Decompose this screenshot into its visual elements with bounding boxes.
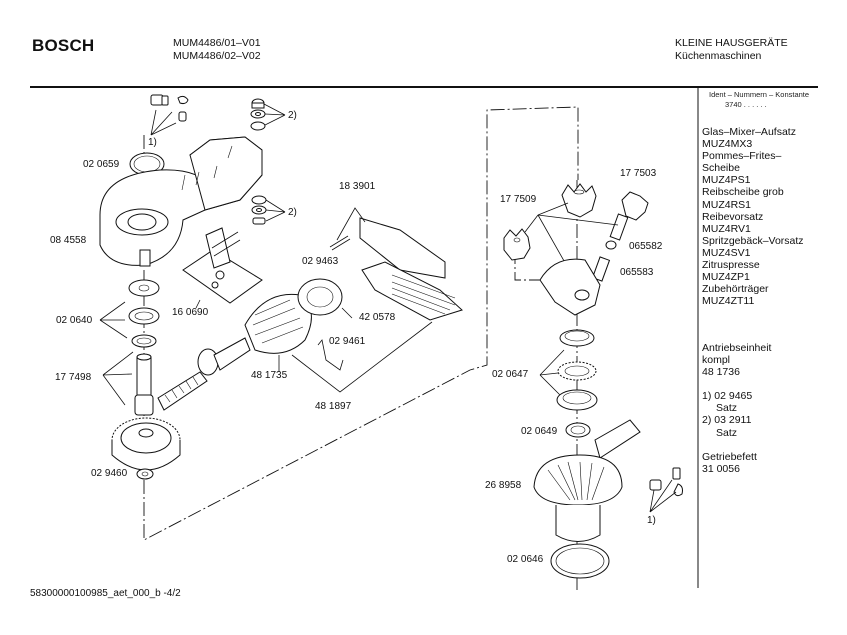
sidebar-divider bbox=[697, 88, 699, 588]
armature bbox=[157, 293, 312, 411]
ident-heading: Ident – Nummern – Konstante bbox=[709, 90, 810, 99]
part-label: 08 4558 bbox=[50, 235, 87, 246]
part-label: 48 1735 bbox=[251, 370, 288, 381]
accessory-item: MUZ4ZT11 bbox=[702, 295, 755, 308]
accessory-item: Glas–Mixer–Aufsatz bbox=[702, 126, 796, 138]
lock-washer bbox=[136, 468, 154, 480]
accessory-item: MUZ4PS1 bbox=[702, 174, 751, 187]
set-note: 2) 03 2911 bbox=[702, 414, 771, 426]
model-number: MUM4486/02–V02 bbox=[173, 50, 261, 62]
drive-unit-label: kompl bbox=[702, 354, 731, 367]
mounting-bracket bbox=[594, 419, 641, 459]
pinion-shaft bbox=[102, 351, 154, 416]
set-note: 1) 02 9465 bbox=[702, 390, 771, 402]
part-label: 48 1897 bbox=[315, 401, 352, 412]
part-label: 02 0640 bbox=[56, 315, 93, 326]
brand-logo: BOSCH bbox=[32, 36, 95, 55]
part-label: 02 9460 bbox=[91, 468, 128, 479]
document-id: 58300000100985_aet_000_b -4/2 bbox=[30, 588, 181, 599]
brush-set-top bbox=[150, 94, 189, 136]
set-number: 03 2911 bbox=[714, 414, 752, 427]
accessory-item: Pommes–Frites– bbox=[702, 150, 782, 163]
leader-line bbox=[291, 321, 433, 393]
accessory-item: Scheibe bbox=[702, 162, 740, 175]
part-label: 17 7498 bbox=[55, 372, 92, 383]
part-label: 02 0646 bbox=[507, 554, 544, 565]
part-label: 17 7503 bbox=[620, 168, 657, 179]
part-label: 02 0647 bbox=[492, 369, 529, 380]
accessory-list: Glas–Mixer–Aufsatz MUZ4MX3 Pommes–Frites… bbox=[702, 126, 804, 307]
set-marker: 2) bbox=[702, 414, 712, 427]
washer-set-upper bbox=[250, 98, 286, 131]
drive-unit-number: 48 1736 bbox=[702, 366, 740, 379]
washer bbox=[605, 240, 617, 250]
accessory-item: MUZ4MX3 bbox=[702, 138, 753, 151]
accessory-item: Zubehörträger bbox=[702, 283, 769, 296]
accessory-item: MUZ4RS1 bbox=[702, 198, 752, 211]
grease-label: Getriebefett bbox=[702, 450, 757, 463]
gear-housing bbox=[99, 136, 263, 267]
bearing-stack bbox=[99, 279, 160, 348]
grease-number: 31 0056 bbox=[702, 462, 740, 475]
leader-line bbox=[524, 202, 619, 276]
accessory-item: Spritzgebäck–Vorsatz bbox=[702, 234, 804, 247]
ident-block: Ident – Nummern – Konstante 3740 . . . .… bbox=[709, 90, 809, 110]
set-marker-label: 2) bbox=[288, 207, 297, 218]
parts-notes: Antriebseinheit kompl 48 1736 1) 02 9465… bbox=[702, 342, 771, 475]
funnel-housing bbox=[533, 454, 623, 542]
part-label: 42 0578 bbox=[359, 312, 396, 323]
category-subtitle: Küchenmaschinen bbox=[675, 50, 762, 62]
part-label: 02 9463 bbox=[302, 256, 339, 267]
drive-unit-label: Antriebseinheit bbox=[702, 342, 772, 354]
drive-pinion-left bbox=[503, 228, 531, 261]
ident-value: 3740 . . . . . . bbox=[725, 100, 767, 109]
part-label: 02 9461 bbox=[329, 336, 366, 347]
bracket-clip bbox=[317, 339, 344, 371]
accessory-item: Reibscheibe grob bbox=[702, 186, 784, 199]
part-label: 16 0690 bbox=[172, 307, 209, 318]
part-label: 18 3901 bbox=[339, 181, 376, 192]
gearbox-plate bbox=[539, 258, 601, 316]
part-label: 065582 bbox=[629, 241, 663, 252]
accessory-item: MUZ4ZP1 bbox=[702, 271, 750, 284]
brush-set-bottom bbox=[649, 467, 683, 513]
product-category: KLEINE HAUSGERÄTE Küchenmaschinen bbox=[675, 37, 788, 63]
model-number: MUM4486/01–V01 bbox=[173, 37, 261, 49]
accessory-item: MUZ4SV1 bbox=[702, 246, 751, 259]
part-label: 065583 bbox=[620, 267, 654, 278]
set-note-type: Satz bbox=[716, 402, 738, 415]
category-title: KLEINE HAUSGERÄTE bbox=[675, 37, 788, 49]
set-marker-label: 1) bbox=[148, 137, 157, 148]
accessory-item: Reibevorsatz bbox=[702, 210, 764, 223]
washer-set-lower bbox=[251, 195, 286, 225]
part-label: 26 8958 bbox=[485, 480, 522, 491]
commutator bbox=[297, 278, 353, 319]
bearing-stack-right bbox=[539, 329, 598, 438]
set-note-type: Satz bbox=[716, 426, 738, 439]
drive-pinion-top bbox=[561, 183, 597, 218]
model-numbers: MUM4486/01–V01 MUM4486/02–V02 bbox=[173, 37, 261, 63]
accessory-item: MUZ4RV1 bbox=[702, 222, 751, 235]
header-rule bbox=[30, 86, 818, 88]
drive-gear bbox=[111, 417, 181, 471]
set-marker-label: 2) bbox=[288, 110, 297, 121]
circuit-board bbox=[182, 227, 263, 309]
part-label: 02 0649 bbox=[521, 426, 558, 437]
set-marker: 1) bbox=[702, 390, 712, 403]
screw bbox=[329, 235, 351, 251]
sleeve bbox=[591, 256, 611, 282]
part-label: 02 0659 bbox=[83, 159, 120, 170]
part-label: 17 7509 bbox=[500, 194, 537, 205]
stator bbox=[336, 207, 463, 321]
set-number: 02 9465 bbox=[714, 390, 753, 403]
base-ring bbox=[550, 543, 610, 579]
set-marker-label: 1) bbox=[647, 515, 656, 526]
assembly-path bbox=[143, 106, 579, 541]
drive-pinion-right bbox=[609, 191, 649, 241]
accessory-item: Zitruspresse bbox=[702, 259, 760, 272]
